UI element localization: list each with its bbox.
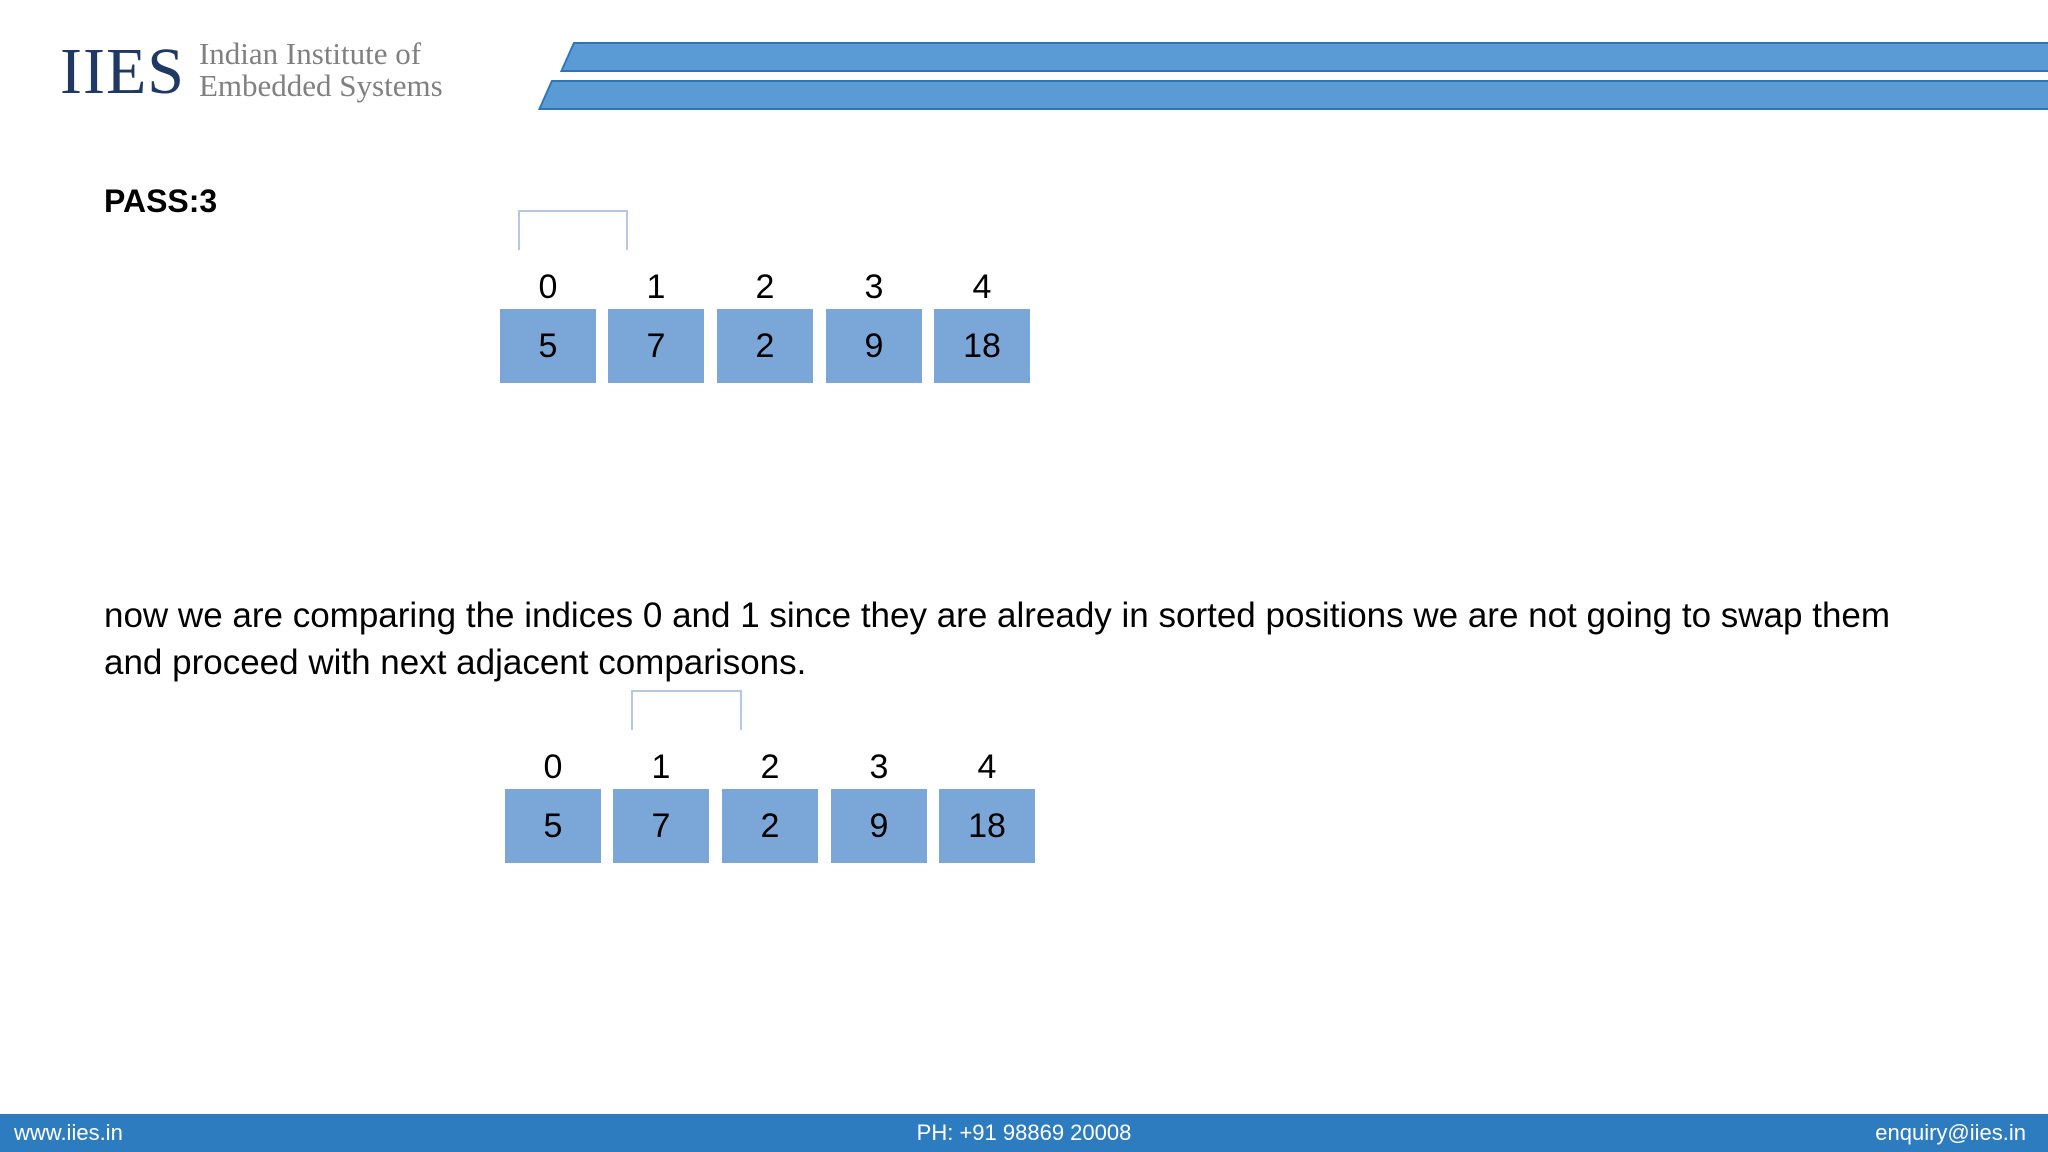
array-index-label-0: 0	[543, 748, 563, 786]
explanation-paragraph: now we are comparing the indices 0 and 1…	[104, 596, 1891, 682]
array-value-box-1: 7	[608, 309, 704, 383]
footer-email[interactable]: enquiry@iies.in	[1875, 1120, 2026, 1145]
logo-line-1: Indian Institute of	[198, 36, 422, 71]
array-index-label-1: 1	[651, 748, 671, 786]
slide-footer: www.iies.in PH: +91 98869 20008 enquiry@…	[0, 1114, 2048, 1152]
header-accent-bar-top	[560, 42, 2048, 72]
footer-website[interactable]: www.iies.in	[14, 1120, 123, 1145]
array-value-box-4: 18	[934, 309, 1030, 383]
array-value-box-0: 5	[500, 309, 596, 383]
comparison-bracket-top	[518, 210, 628, 250]
header-accent-bar-bottom	[538, 80, 2048, 110]
array-value-box-4: 18	[939, 789, 1035, 863]
array-value-box-2: 2	[722, 789, 818, 863]
array-index-label-2: 2	[755, 268, 775, 306]
array-index-label-2: 2	[760, 748, 780, 786]
array-index-label-3: 3	[864, 268, 884, 306]
comparison-bracket-bottom	[631, 690, 742, 730]
array-index-label-1: 1	[646, 268, 666, 306]
logo-wordmark: Indian Institute of Embedded Systems	[199, 38, 443, 105]
array-value-box-3: 9	[831, 789, 927, 863]
array-value-box-2: 2	[717, 309, 813, 383]
logo-line-2: Embedded Systems	[198, 68, 443, 103]
array-index-label-4: 4	[972, 268, 992, 306]
array-index-label-0: 0	[538, 268, 558, 306]
array-index-label-4: 4	[977, 748, 997, 786]
array-value-box-1: 7	[613, 789, 709, 863]
footer-phone: PH: +91 98869 20008	[916, 1120, 1132, 1145]
slide-header: IIES Indian Institute of Embedded System…	[0, 0, 2048, 140]
logo-mark-text: IIES	[60, 35, 185, 108]
page-title: PASS:3	[104, 183, 218, 219]
array-index-label-3: 3	[869, 748, 889, 786]
iies-logo: IIES Indian Institute of Embedded System…	[60, 38, 443, 105]
array-value-box-0: 5	[505, 789, 601, 863]
array-value-box-3: 9	[826, 309, 922, 383]
